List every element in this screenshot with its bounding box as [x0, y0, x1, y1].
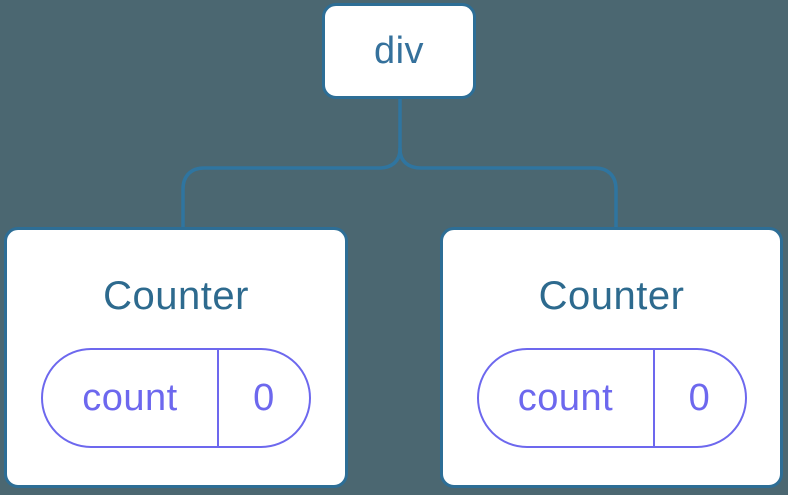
root-node: div: [322, 3, 476, 99]
state-key: count: [82, 376, 178, 419]
component-title: Counter: [103, 274, 249, 318]
component-node-counter-left: Counter count 0: [4, 227, 348, 488]
component-node-counter-right: Counter count 0: [440, 227, 783, 488]
state-value: 0: [688, 376, 711, 419]
state-value-cell: 0: [219, 350, 309, 446]
root-node-label: div: [373, 29, 425, 72]
state-pill: count 0: [41, 348, 311, 448]
state-value-cell: 0: [655, 350, 745, 446]
state-key-cell: count: [479, 350, 655, 446]
component-title: Counter: [538, 274, 685, 318]
state-value: 0: [253, 376, 275, 419]
state-key: count: [517, 376, 614, 419]
state-pill: count 0: [476, 348, 747, 448]
state-key-cell: count: [43, 350, 219, 446]
connector-branch-right: [398, 147, 618, 230]
connector-branch-left: [181, 147, 402, 230]
